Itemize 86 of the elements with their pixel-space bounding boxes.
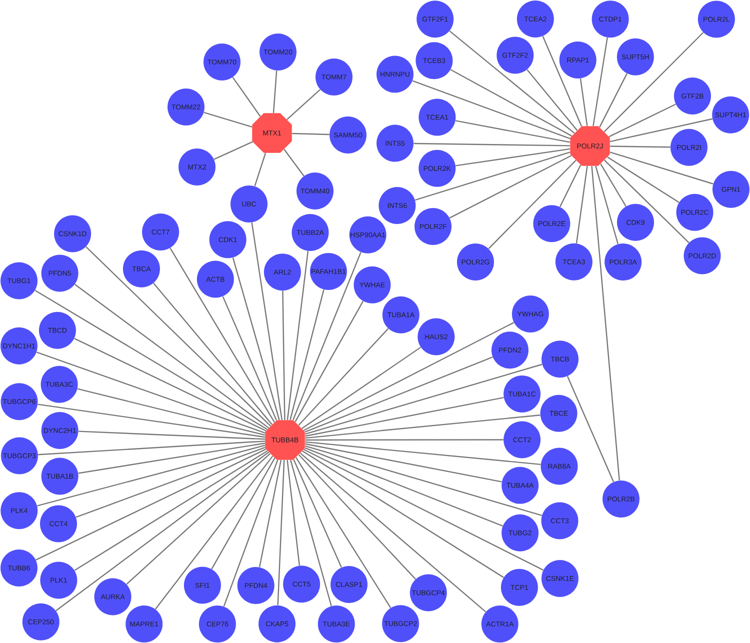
connector-line bbox=[580, 78, 588, 126]
connector-line bbox=[78, 442, 266, 474]
connector-line bbox=[37, 444, 266, 506]
connector-line bbox=[304, 447, 503, 527]
connector-line bbox=[36, 448, 266, 560]
connector-line bbox=[34, 290, 268, 430]
connector-line bbox=[304, 448, 544, 571]
connector-line bbox=[610, 146, 670, 148]
connector-line bbox=[258, 460, 282, 568]
connector-line bbox=[414, 152, 570, 201]
connector-line bbox=[610, 118, 712, 142]
connector-line bbox=[272, 70, 278, 113]
connector-line bbox=[610, 152, 714, 184]
connector-line bbox=[126, 453, 271, 585]
connector-line bbox=[74, 450, 268, 571]
connector-line bbox=[286, 460, 300, 566]
connector-line bbox=[449, 155, 572, 218]
connector-line bbox=[304, 396, 504, 437]
connector-line bbox=[204, 112, 252, 128]
connector-line bbox=[86, 246, 272, 426]
connector-line bbox=[595, 166, 619, 244]
connector-line bbox=[211, 458, 276, 570]
connector-line bbox=[304, 364, 542, 435]
connector-line bbox=[302, 346, 422, 429]
connector-line bbox=[456, 148, 570, 166]
connector-line bbox=[604, 160, 690, 244]
connector-line bbox=[303, 322, 514, 431]
connector-line bbox=[526, 69, 578, 131]
connector-line bbox=[566, 376, 614, 482]
connector-line bbox=[455, 120, 570, 143]
connector-line bbox=[608, 104, 676, 138]
connector-line bbox=[599, 73, 628, 128]
connector-line bbox=[292, 252, 362, 420]
connector-line bbox=[74, 338, 266, 432]
connector-line bbox=[488, 160, 576, 250]
connector-line bbox=[153, 282, 273, 425]
connector-line bbox=[302, 450, 504, 578]
connector-line bbox=[78, 430, 265, 440]
connector-line bbox=[298, 454, 416, 580]
connector-line bbox=[592, 37, 608, 126]
connector-line bbox=[77, 388, 266, 436]
connector-line bbox=[294, 300, 364, 422]
connector-line bbox=[286, 89, 321, 120]
connector-line bbox=[74, 284, 270, 428]
connector-line bbox=[305, 441, 541, 466]
connector-line bbox=[449, 30, 575, 134]
connector-line bbox=[223, 460, 278, 607]
connector-line bbox=[56, 452, 270, 612]
connector-line bbox=[277, 460, 285, 606]
connector-line bbox=[76, 446, 266, 518]
connector-line bbox=[450, 69, 572, 136]
connector-line bbox=[286, 251, 309, 420]
connector-line bbox=[604, 32, 704, 132]
connector-line bbox=[38, 440, 265, 456]
connector-line bbox=[282, 290, 286, 420]
connector-line bbox=[284, 148, 304, 176]
connector-line bbox=[292, 132, 330, 136]
connector-line bbox=[290, 460, 332, 606]
connector-line bbox=[251, 222, 283, 420]
connector-line bbox=[304, 443, 502, 482]
connector-line bbox=[38, 404, 266, 438]
connector-line bbox=[304, 356, 493, 433]
connector-line bbox=[304, 445, 542, 516]
connector-line bbox=[576, 166, 588, 244]
connector-line bbox=[412, 80, 570, 140]
connector-line bbox=[559, 164, 582, 208]
connector-line bbox=[305, 439, 504, 441]
connector-line bbox=[414, 142, 570, 146]
connector-line bbox=[298, 328, 389, 426]
connector-line bbox=[542, 36, 582, 126]
connector-line bbox=[214, 141, 253, 160]
connector-line bbox=[591, 166, 620, 480]
connector-line bbox=[36, 352, 266, 434]
connector-line bbox=[232, 258, 280, 420]
connector-line bbox=[600, 163, 626, 207]
connector-line bbox=[300, 452, 486, 612]
connector-line bbox=[290, 289, 324, 420]
connector-line bbox=[295, 457, 392, 608]
connector-line bbox=[222, 296, 277, 420]
connector-line bbox=[254, 152, 266, 186]
connector-line bbox=[232, 76, 261, 117]
connector-line bbox=[607, 156, 680, 203]
connector-line bbox=[170, 248, 275, 423]
connector-line bbox=[293, 459, 342, 568]
connector-line bbox=[154, 456, 274, 610]
connector-line bbox=[305, 414, 540, 439]
